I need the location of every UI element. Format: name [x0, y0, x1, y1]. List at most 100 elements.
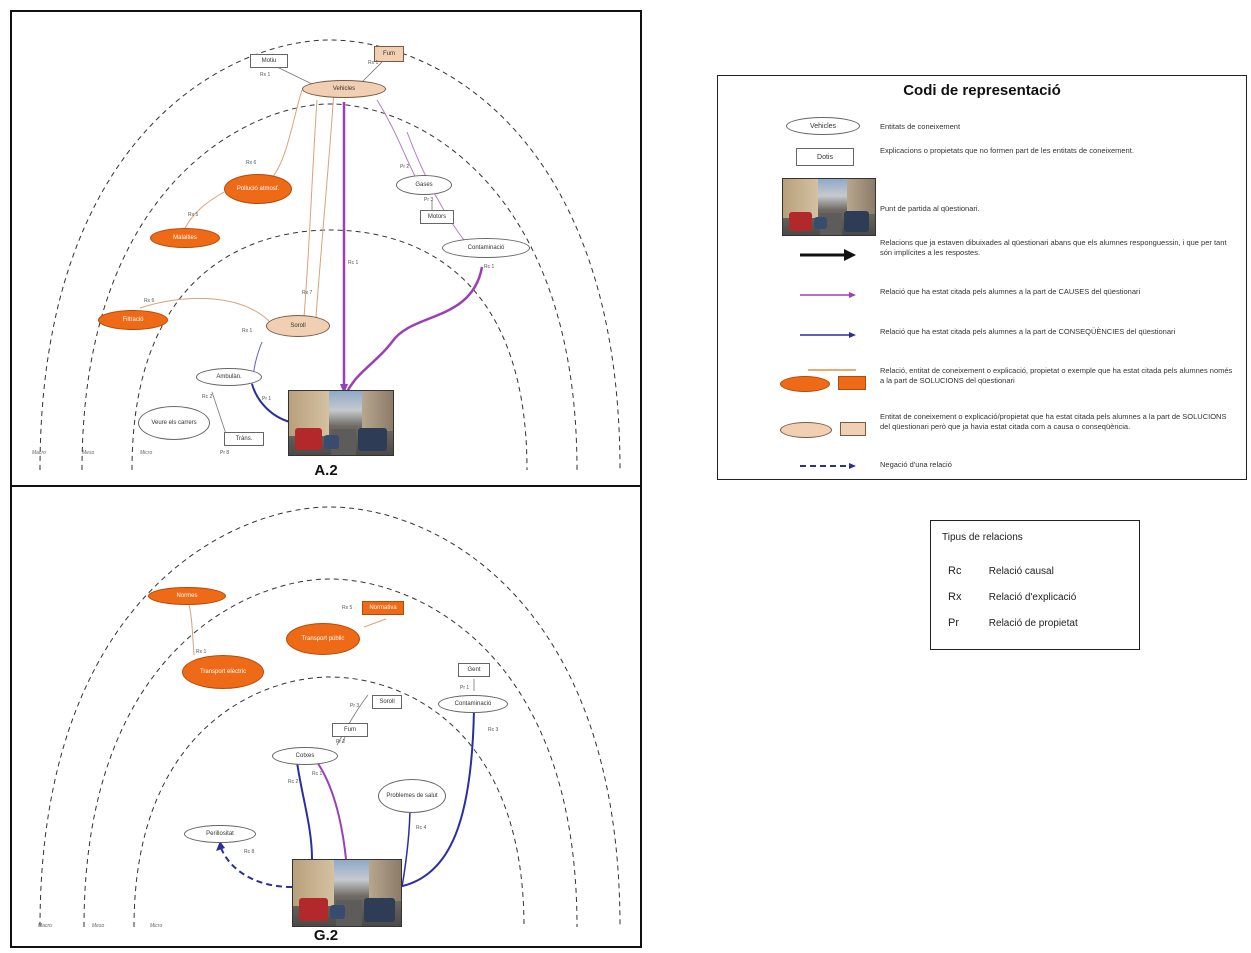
rel-label: Pr 1 [460, 685, 470, 691]
edge-purple-1 [316, 761, 347, 860]
arc-micro [133, 676, 525, 928]
legend-row-negation: Negació d'una relació [718, 458, 1246, 474]
node-box-fum: Fum [332, 723, 368, 737]
node-box-gent: Gent [458, 663, 490, 677]
edge-tan-1 [187, 600, 195, 656]
edge-blue-1 [251, 383, 291, 423]
zone-label: Macro [32, 450, 46, 456]
node-transport-public: Transport públic [286, 623, 360, 655]
relation-label: Relació causal [988, 566, 1054, 577]
legend-entity-symbol: Vehicles [786, 117, 860, 135]
rel-label: Rc 1 [348, 260, 359, 266]
legend-text: Punt de partida al qüestionari. [880, 204, 980, 213]
edge-grey-1 [276, 66, 313, 85]
node-cotxes: Cotxes [272, 747, 338, 765]
edge-grey-2 [336, 694, 369, 746]
legend-photo-symbol [782, 178, 876, 236]
relation-item: Rx Relació d'explicació [948, 591, 1076, 603]
relation-types-title: Tipus de relacions [942, 532, 1023, 543]
edge-blue-3 [401, 804, 411, 888]
rel-label: Rx 1 [196, 649, 207, 655]
zone-label: Meso [82, 450, 95, 456]
relation-item: Pr Relació de propietat [948, 617, 1078, 629]
zone-label: Micro [150, 923, 163, 929]
legend-row-entity: Vehicles Entitats de coneixement [718, 116, 1246, 138]
legend-text: Entitats de coneixement [880, 122, 961, 131]
node-vehicles: Vehicles [302, 80, 386, 98]
node-perillositat: Perillositat [184, 825, 256, 843]
edge-tan-1 [303, 99, 318, 318]
arrowhead-purple [340, 384, 348, 394]
legend-row-consequences: Relació que ha estat citada pels alumnes… [718, 326, 1246, 348]
node-contaminacio: Contaminació [442, 238, 530, 258]
rel-label: Pr 3 [350, 703, 360, 709]
relation-abbr: Rx [948, 591, 962, 603]
rel-label: Rx 1 [242, 328, 253, 334]
blue-arrow-icon [800, 332, 856, 338]
node-problemes-salut: Problemes de salut [378, 779, 446, 813]
relation-label: Relació d'explicació [988, 592, 1077, 603]
diagram-caption-g2: G.2 [313, 927, 339, 944]
edge-tan-2 [363, 618, 387, 628]
diagram-panel-g2: Normes Normativa Transport públic Transp… [10, 485, 642, 948]
relation-item: Rc Relació causal [948, 565, 1054, 577]
zone-label: Micro [140, 450, 153, 456]
edge-blue-2 [397, 708, 475, 888]
rel-label: Rc 3 [488, 727, 499, 733]
rel-label: Pr 2 [400, 164, 410, 170]
edge-tan-2 [269, 89, 303, 181]
tan-line-icon [808, 369, 856, 371]
node-gases: Gases [396, 175, 452, 195]
rel-label: Rx 1 [260, 72, 271, 78]
node-soroll: Soroll [266, 315, 330, 337]
arc-macro [39, 506, 621, 928]
legend-row-repeated: Entitat de coneixement o explicació/prop… [718, 412, 1246, 446]
rel-label: Rc 1 [484, 264, 495, 270]
node-box-soroll: Soroll [372, 695, 402, 709]
relation-types-box: Tipus de relacions Rc Relació causal Rx … [930, 520, 1140, 650]
rel-label: Rx 5 [342, 605, 353, 611]
rel-label: Pr 3 [424, 197, 434, 203]
node-malalties: Malalties [150, 228, 220, 248]
node-transport-electric: Transport elèctric [182, 655, 264, 689]
rel-label: Rx 7 [302, 290, 313, 296]
zone-label: Macro [38, 923, 52, 929]
rel-label: Pr 8 [220, 450, 230, 456]
legend-text: Relació que ha estat citada pels alumnes… [880, 327, 1176, 336]
legend-text: Entitat de coneixement o explicació/prop… [880, 412, 1227, 431]
legend-beige-box [840, 422, 866, 436]
node-veure-carrers: Veure els carrers [138, 406, 210, 440]
arrowhead-blue [216, 841, 225, 851]
rel-label: Rc 2 [202, 394, 213, 400]
legend-text: Explicacions o propietats que no formen … [880, 146, 1134, 155]
rel-label: Rx 1 [368, 60, 379, 66]
rel-label: Rc 8 [244, 849, 255, 855]
street-photo [292, 859, 402, 927]
dashed-arrow-icon [800, 463, 856, 469]
rel-label: Rc 1 [312, 771, 323, 777]
diagram-caption-a2: A.2 [314, 462, 338, 479]
zone-label: Meso [92, 923, 105, 929]
panel-a2-lines [39, 39, 621, 471]
edge-purple-3 [376, 99, 418, 181]
arc-meso [83, 578, 578, 928]
node-box-motiu: Motiu [250, 54, 288, 68]
node-box-trans: Tràns. [224, 432, 264, 446]
node-box-normativa: Normativa [362, 601, 404, 615]
legend-text: Negació d'una relació [880, 460, 952, 469]
legend-text: Relació que ha estat citada pels alumnes… [880, 287, 1141, 296]
panel-g2-lines [39, 506, 621, 928]
edge-purple-2 [345, 266, 484, 393]
rel-label: Rx 6 [246, 160, 257, 166]
rel-label: Rx 6 [144, 298, 155, 304]
legend-row-solutions: Relació, entitat de coneixement o explic… [718, 366, 1246, 398]
legend-row-causes: Relació que ha estat citada pels alumnes… [718, 286, 1246, 308]
edge-tan-5 [315, 89, 335, 318]
node-contaminacio: Contaminació [438, 695, 508, 713]
legend-box-symbol: Dotis [796, 148, 854, 166]
rel-label: Rx 5 [188, 212, 199, 218]
relation-label: Relació de propietat [988, 618, 1078, 629]
rel-label: Rc 4 [416, 825, 427, 831]
node-filtracio: Filtració [98, 310, 168, 330]
node-pollucio: Pollució atmosf. [224, 174, 292, 204]
